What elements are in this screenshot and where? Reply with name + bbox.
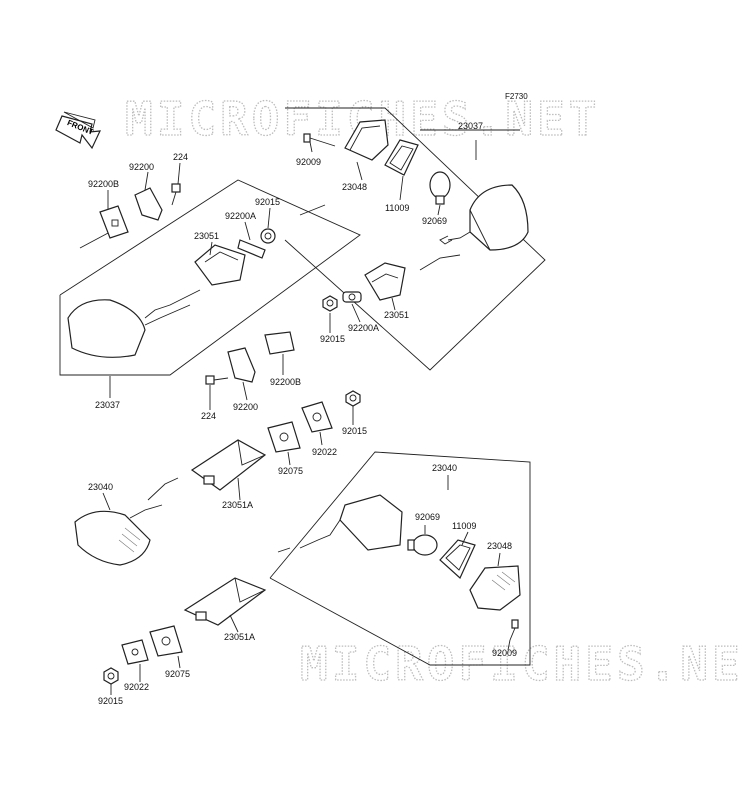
turn-signal-lamp-23040-left <box>74 477 179 566</box>
label-92200B-top: 92200B <box>88 179 119 189</box>
watermark-bottom: MICROFICHES.NET <box>300 637 742 691</box>
label-92009-low: 92009 <box>492 648 517 658</box>
front-direction-arrow-icon <box>55 111 101 150</box>
plate-92200B-mid <box>264 331 295 355</box>
label-23051A-mid: 23051A <box>222 500 253 510</box>
turn-signal-lamp-23037-right <box>439 184 529 251</box>
label-92015-mid-right: 92015 <box>320 334 345 344</box>
label-92200-top: 92200 <box>129 162 154 172</box>
nut-92015-low <box>103 667 119 685</box>
label-92200A-top: 92200A <box>225 211 256 221</box>
plate-92200B-top <box>99 205 129 239</box>
screw-92009-top <box>303 133 336 147</box>
assembly-outline-upper-right <box>284 107 546 371</box>
label-92200-mid: 92200 <box>233 402 258 412</box>
nut-92015-mid <box>345 390 361 407</box>
screw-224-mid <box>205 375 229 385</box>
bracket-92200-top <box>134 187 163 221</box>
leader-lines <box>102 140 511 695</box>
label-11009-low: 11009 <box>452 521 476 531</box>
label-23051A-low: 23051A <box>224 632 255 642</box>
label-23048-top: 23048 <box>342 182 367 192</box>
label-92022-mid: 92022 <box>312 447 337 457</box>
label-11009-top: 11009 <box>385 203 409 213</box>
washer-92022-mid <box>301 401 333 433</box>
label-92015-mid: 92015 <box>342 426 367 436</box>
stay-23051A-mid <box>190 439 267 491</box>
bulb-92069-low <box>407 534 438 556</box>
turn-signal-lamp-23040-right <box>277 494 403 553</box>
washer-92200A-mid <box>342 291 362 303</box>
label-23051-mid: 23051 <box>384 310 409 320</box>
housing-23051-mid <box>364 254 461 301</box>
label-224-mid: 224 <box>201 411 216 421</box>
grommet-92075-low <box>149 625 183 657</box>
screw-92009-low <box>509 619 519 641</box>
label-92075-mid: 92075 <box>278 466 303 476</box>
lens-23048-top <box>344 119 389 161</box>
label-92200B-mid: 92200B <box>270 377 301 387</box>
label-92009-top: 92009 <box>296 157 321 167</box>
label-23040-right: 23040 <box>432 463 457 473</box>
figure-code: F2730 <box>505 92 528 101</box>
label-23040-left: 23040 <box>88 482 113 492</box>
washer-92022-low <box>121 639 149 665</box>
label-92015-top: 92015 <box>255 197 280 207</box>
label-23051-top: 23051 <box>194 231 219 241</box>
housing-23051-top <box>194 244 246 286</box>
label-23048-low: 23048 <box>487 541 512 551</box>
bracket-92200-mid <box>227 347 256 383</box>
label-92075-low: 92075 <box>165 669 190 679</box>
screw-224-top <box>171 183 181 206</box>
label-23037-left: 23037 <box>95 400 120 410</box>
label-92069-low: 92069 <box>415 512 440 522</box>
gasket-11009-top <box>384 139 419 176</box>
bulb-92069-top <box>429 171 451 205</box>
label-92015-low: 92015 <box>98 696 123 706</box>
lens-23048-low <box>469 565 521 611</box>
label-92022-low: 92022 <box>124 682 149 692</box>
turn-signal-lamp-23037-left <box>67 289 201 358</box>
label-92069-top: 92069 <box>422 216 447 226</box>
label-23037-right: 23037 <box>458 121 483 131</box>
grommet-92075-mid <box>267 421 301 453</box>
gasket-11009-low <box>439 539 476 579</box>
label-224-top: 224 <box>173 152 188 162</box>
washer-92200A-top <box>237 239 266 259</box>
assembly-outline-upper-left <box>59 179 361 376</box>
stay-23051A-low <box>183 577 267 626</box>
label-92200A-mid: 92200A <box>348 323 379 333</box>
nut-92015-mid-right <box>322 295 338 312</box>
nut-92015-top <box>260 228 276 244</box>
assembly-outline-lower-right <box>269 451 531 666</box>
